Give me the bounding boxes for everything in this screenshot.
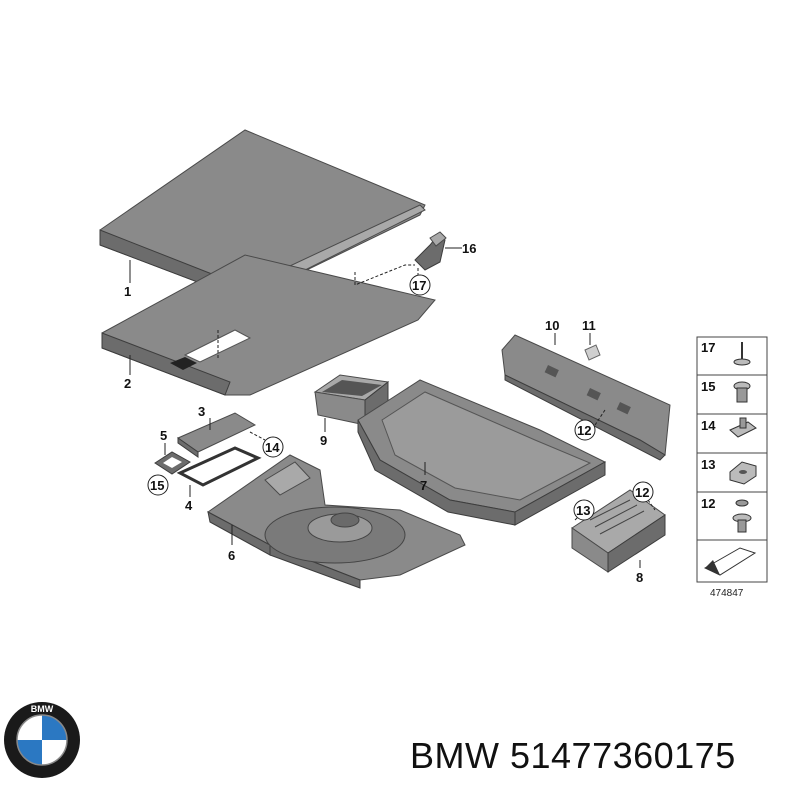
callout-7: 7 <box>420 478 427 493</box>
nut-icon <box>729 461 757 485</box>
legend-label-12: 12 <box>701 496 715 511</box>
part-6-spare-wheel-well <box>207 454 466 589</box>
legend-label-13: 13 <box>701 457 715 472</box>
callout-10: 10 <box>545 318 559 333</box>
part-4-seal <box>176 446 262 487</box>
legend-label-17: 17 <box>701 340 715 355</box>
expansion-rivet-icon <box>732 499 752 533</box>
drawing-number: 474847 <box>710 588 744 599</box>
fastener-legend: 17 15 14 13 12 <box>696 336 768 583</box>
direction-arrow-icon <box>703 547 757 576</box>
callout-5: 5 <box>160 428 167 443</box>
part-16-bracket <box>414 231 447 271</box>
callout-12b: 12 <box>635 485 649 500</box>
callout-11: 11 <box>582 318 596 333</box>
part-9-storage-box <box>313 374 390 427</box>
logo-letters: BMW <box>31 704 54 714</box>
callout-14: 14 <box>265 440 280 455</box>
part-8-module-box <box>571 489 666 573</box>
bolt-icon <box>733 381 751 403</box>
callout-circle-15 <box>147 474 169 496</box>
callout-circle-14 <box>262 436 284 458</box>
part-11-clip <box>584 344 601 361</box>
clip-nut-icon <box>729 417 757 438</box>
callout-1: 1 <box>124 284 131 299</box>
legend-label-15: 15 <box>701 379 715 394</box>
bmw-logo-icon: BMW <box>4 702 80 778</box>
callout-circle-13 <box>573 499 595 521</box>
callout-circle-17 <box>409 274 431 296</box>
callout-15: 15 <box>150 478 164 493</box>
callout-circle-12b <box>632 481 654 503</box>
callout-circle-12a <box>574 419 596 441</box>
part-3-cover-plate <box>176 412 257 458</box>
callout-13: 13 <box>576 503 590 518</box>
callout-17: 17 <box>412 278 426 293</box>
part-number-caption: BMW 51477360175 <box>410 735 736 776</box>
callout-4: 4 <box>185 498 193 513</box>
part-5-grommet <box>154 451 191 475</box>
part-7-trunk-tray <box>357 379 607 526</box>
callout-2: 2 <box>124 376 131 391</box>
legend-label-14: 14 <box>701 418 716 433</box>
screw-pin-icon <box>733 342 751 366</box>
part-2-trunk-mat <box>101 254 436 396</box>
callout-9: 9 <box>320 433 327 448</box>
part-10-trim-panel <box>501 334 671 461</box>
callout-6: 6 <box>228 548 235 563</box>
callout-12a: 12 <box>577 423 591 438</box>
callout-3: 3 <box>198 404 205 419</box>
callout-16: 16 <box>462 241 476 256</box>
callout-8: 8 <box>636 570 643 585</box>
